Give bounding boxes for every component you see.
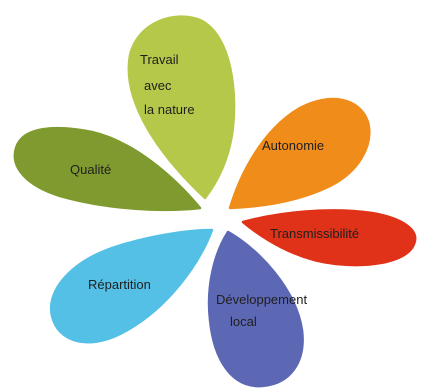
petal-transmissibilite: Transmissibilité	[241, 209, 417, 267]
petal-transmissibilite-shape	[241, 209, 417, 267]
petal-developpement-local: Développement local	[207, 230, 311, 388]
petal-repartition-shape	[49, 228, 214, 344]
petal-travail-avec-la-nature: Travail avec la nature	[127, 15, 236, 200]
petal-autonomie: Autonomie	[228, 97, 371, 210]
petal-transmissibilite-label: Transmissibilité	[270, 226, 359, 241]
petal-travail-label: Travail avec la nature	[140, 52, 195, 117]
petal-travail-shape	[127, 15, 236, 200]
petal-qualite: Qualité	[13, 126, 202, 212]
petal-repartition-label: Répartition	[88, 277, 151, 292]
petal-qualite-shape	[13, 126, 202, 212]
petal-autonomie-shape	[228, 97, 371, 210]
petal-repartition: Répartition	[49, 228, 214, 344]
petal-developpement-shape	[207, 230, 304, 388]
petal-autonomie-label: Autonomie	[262, 138, 324, 153]
petal-qualite-label: Qualité	[70, 162, 111, 177]
petal-developpement-label: Développement local	[216, 292, 311, 329]
